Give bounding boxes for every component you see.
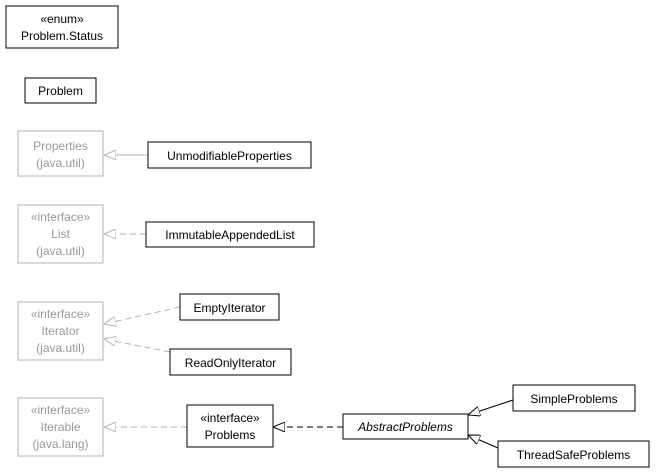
edge-threadsafeproblems-abstractproblems bbox=[468, 435, 499, 449]
node-iterator-stereotype: «interface» bbox=[31, 307, 91, 321]
node-abstract-problems-name: AbstractProblems bbox=[357, 420, 453, 434]
node-empty-iterator-name: EmptyIterator bbox=[193, 301, 265, 315]
node-simple-problems-name: SimpleProblems bbox=[530, 392, 617, 406]
node-properties[interactable]: Properties (java.util) bbox=[17, 130, 104, 177]
node-iterator-name: Iterator bbox=[41, 324, 79, 338]
node-simple-problems[interactable]: SimpleProblems bbox=[512, 384, 636, 412]
node-problem-status-stereotype: «enum» bbox=[40, 12, 84, 26]
edge-simpleproblems-abstractproblems bbox=[468, 399, 514, 415]
node-properties-package: (java.util) bbox=[36, 156, 85, 170]
node-problem-status-name: Problem.Status bbox=[21, 29, 103, 43]
node-list-stereotype: «interface» bbox=[31, 210, 91, 224]
node-problems[interactable]: «interface» Problems bbox=[186, 404, 274, 448]
node-problems-stereotype: «interface» bbox=[200, 411, 260, 425]
node-problems-name: Problems bbox=[205, 428, 256, 442]
node-thread-safe-problems[interactable]: ThreadSafeProblems bbox=[497, 440, 650, 468]
node-thread-safe-problems-name: ThreadSafeProblems bbox=[517, 448, 630, 462]
node-iterable-package: (java.lang) bbox=[32, 437, 88, 451]
node-empty-iterator[interactable]: EmptyIterator bbox=[179, 293, 280, 321]
edge-emptyiterator-iterator bbox=[104, 306, 181, 324]
node-read-only-iterator-name: ReadOnlyIterator bbox=[185, 356, 276, 370]
edges bbox=[104, 155, 514, 449]
node-list-name: List bbox=[51, 227, 70, 241]
node-problem-name: Problem bbox=[38, 84, 83, 98]
node-immutable-appended-list[interactable]: ImmutableAppendedList bbox=[145, 221, 315, 248]
node-list-package: (java.util) bbox=[36, 244, 85, 258]
node-iterator[interactable]: «interface» Iterator (java.util) bbox=[17, 301, 104, 361]
node-unmodifiable-properties[interactable]: UnmodifiableProperties bbox=[147, 141, 312, 169]
node-properties-name: Properties bbox=[33, 139, 88, 153]
node-iterable[interactable]: «interface» Iterable (java.lang) bbox=[17, 397, 104, 457]
node-problem-status[interactable]: «enum» Problem.Status bbox=[5, 5, 119, 49]
node-iterable-stereotype: «interface» bbox=[31, 403, 91, 417]
node-immutable-appended-list-name: ImmutableAppendedList bbox=[165, 228, 295, 242]
node-iterable-name: Iterable bbox=[40, 420, 80, 434]
node-iterator-package: (java.util) bbox=[36, 341, 85, 355]
node-list[interactable]: «interface» List (java.util) bbox=[17, 204, 104, 264]
node-read-only-iterator[interactable]: ReadOnlyIterator bbox=[169, 348, 292, 376]
node-unmodifiable-properties-name: UnmodifiableProperties bbox=[167, 149, 292, 163]
edge-readonlyiterator-iterator bbox=[104, 339, 171, 353]
node-abstract-problems[interactable]: AbstractProblems bbox=[342, 413, 469, 440]
node-problem[interactable]: Problem bbox=[24, 77, 97, 104]
